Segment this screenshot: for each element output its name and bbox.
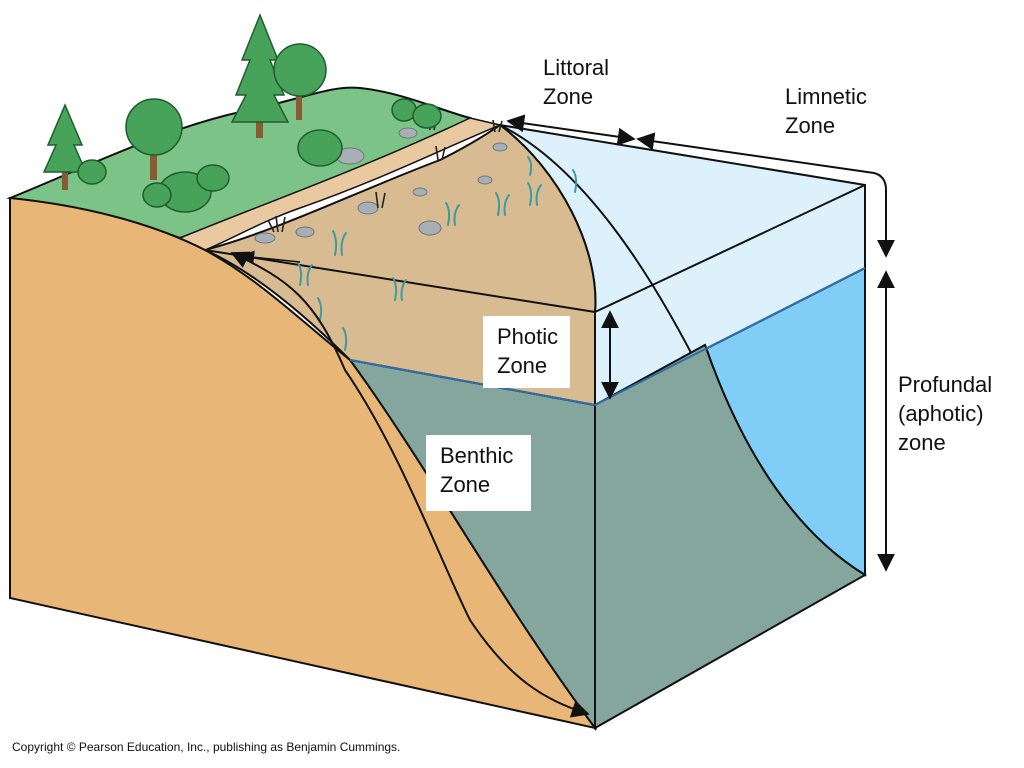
- photic-line-2: Zone: [497, 353, 548, 378]
- littoral-line-1: Littoral: [543, 55, 610, 80]
- limnetic-line-1: Limnetic: [785, 84, 867, 109]
- rocks: [254, 127, 508, 244]
- copyright-notice: Copyright © Pearson Education, Inc., pub…: [12, 740, 401, 754]
- limnetic-line-2: Zone: [785, 113, 836, 138]
- profundal-line-3: zone: [898, 430, 946, 455]
- photic-zone-label: Photic Zone: [483, 316, 571, 388]
- profundal-line-1: Profundal: [898, 372, 993, 397]
- limnetic-arrow: [636, 132, 895, 258]
- littoral-line-2: Zone: [543, 84, 594, 109]
- benthic-top-arrow: [240, 250, 301, 264]
- trees: [42, 12, 442, 213]
- photic-line-1: Photic: [497, 324, 559, 349]
- benthic-arrow: [230, 251, 590, 718]
- limnetic-zone-label: Limnetic Zone: [785, 82, 867, 140]
- profundal-zone-label: Profundal (aphotic) zone: [898, 370, 992, 457]
- benthic-zone-label: Benthic Zone: [426, 435, 532, 511]
- shore-sand: [178, 117, 503, 251]
- benthic-line-1: Benthic: [440, 443, 514, 468]
- littoral-arrow: [506, 114, 636, 146]
- littoral-zone-label: Littoral Zone: [543, 53, 609, 111]
- profundal-line-2: (aphotic): [898, 401, 984, 426]
- deep-water-side-face: [594, 343, 867, 730]
- benthic-line-2: Zone: [440, 472, 491, 497]
